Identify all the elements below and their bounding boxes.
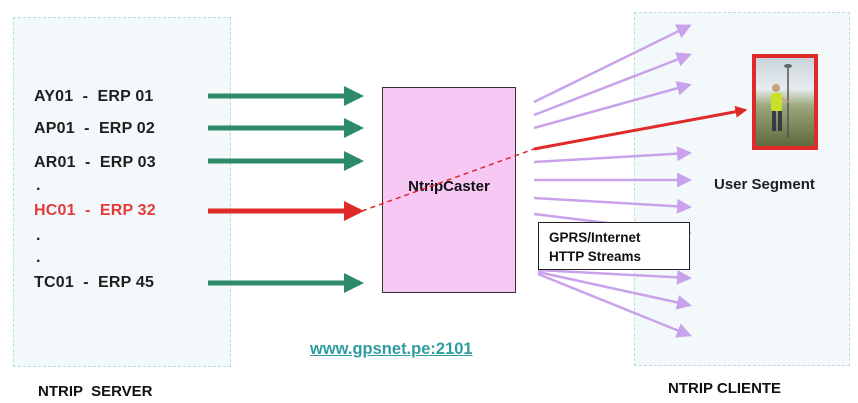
station-label-ap01: AP01 - ERP 02 bbox=[34, 120, 155, 137]
user-segment-label: User Segment bbox=[714, 176, 815, 193]
broadcast-arrow bbox=[537, 272, 692, 338]
station-label-ay01: AY01 - ERP 01 bbox=[34, 88, 154, 105]
broadcast-arrow bbox=[533, 52, 692, 117]
broadcast-arrow bbox=[533, 146, 692, 164]
user-photo bbox=[752, 54, 818, 150]
station-label-hc01: HC01 - ERP 32 bbox=[34, 202, 156, 219]
network-label-line2: HTTP Streams bbox=[549, 249, 642, 264]
highlight-arrow-to-user bbox=[533, 105, 748, 151]
ntrip-client-label: NTRIP CLIENTE bbox=[668, 380, 782, 397]
caster-url-link[interactable]: www.gpsnet.pe:2101 bbox=[310, 340, 473, 358]
ntrip-server-panel bbox=[13, 17, 231, 367]
network-label-line1: GPRS/Internet bbox=[549, 230, 641, 245]
broadcast-arrow bbox=[537, 270, 692, 310]
ntrip-caster-label: NtripCaster bbox=[408, 178, 490, 195]
ntrip-caster-box: NtripCaster bbox=[382, 87, 516, 293]
ellipsis-dot: . bbox=[36, 227, 41, 244]
surveyor-icon bbox=[771, 64, 792, 138]
station-label-tc01: TC01 - ERP 45 bbox=[34, 274, 155, 291]
broadcast-arrow bbox=[533, 80, 692, 130]
highlight-path-dashed bbox=[361, 148, 535, 212]
broadcast-arrow bbox=[537, 268, 692, 285]
broadcast-arrow bbox=[533, 24, 692, 104]
network-label-box: GPRS/Internet HTTP Streams bbox=[538, 222, 690, 270]
ellipsis-dot: . bbox=[36, 177, 41, 194]
ntrip-server-label: NTRIP SERVER bbox=[38, 383, 153, 400]
station-label-ar01: AR01 - ERP 03 bbox=[34, 154, 156, 171]
broadcast-arrow bbox=[533, 196, 692, 214]
ellipsis-dot: . bbox=[36, 249, 41, 266]
